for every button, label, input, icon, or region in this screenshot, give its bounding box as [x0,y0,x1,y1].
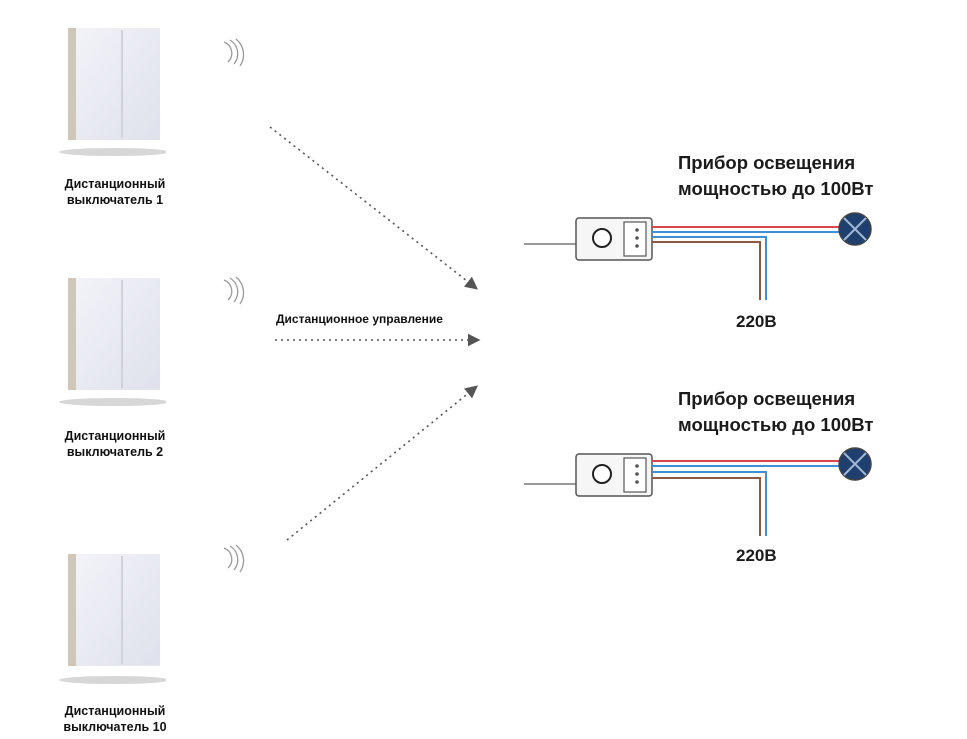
voltage-label-2: 220В [736,546,777,565]
relay-module-icon [575,217,653,261]
wireless-signal-icon [223,544,245,573]
wireless-signal-icon [223,38,245,67]
lamp-icon [838,212,872,246]
remote-switch-1 [56,22,166,172]
circuit-2-wiring [524,447,872,536]
lamp-title-1: Прибор освещения мощностью до 100Вт [678,150,873,202]
switch-label-2: Дистанционный выключатель 2 [0,428,230,460]
lamp-title-line1: Прибор освещения [678,388,856,409]
arrow-switch1 [269,126,479,290]
remote-switch-10 [56,548,166,698]
remote-switch-2 [56,272,166,422]
remote-control-label: Дистанционное управление [276,312,443,326]
relay-module-icon [575,453,653,497]
lamp-title-2: Прибор освещения мощностью до 100Вт [678,386,873,438]
switch-label-10: Дистанционный выключатель 10 [0,703,230,735]
lamp-title-line2: мощностью до 100Вт [678,178,874,199]
circuit-1-wiring [524,212,872,300]
lamp-title-line2: мощностью до 100Вт [678,414,874,435]
wall-switch-icon [59,554,166,684]
wireless-signal-icon [223,276,245,305]
voltage-label-1: 220В [736,312,777,331]
switch-label-line2: выключатель 1 [66,193,164,207]
arrow-switch10 [286,385,478,541]
switch-label-line2: выключатель 10 [63,720,167,734]
lamp-title-line1: Прибор освещения [678,152,856,173]
switch-label-line1: Дистанционный [64,177,166,191]
lamp-icon [838,447,872,481]
wall-switch-icon [59,278,166,406]
switch-label-line1: Дистанционный [64,429,166,443]
switch-label-1: Дистанционный выключатель 1 [0,176,230,208]
switch-label-line2: выключатель 2 [66,445,164,459]
wall-switch-icon [59,28,166,156]
switch-label-line1: Дистанционный [64,704,166,718]
